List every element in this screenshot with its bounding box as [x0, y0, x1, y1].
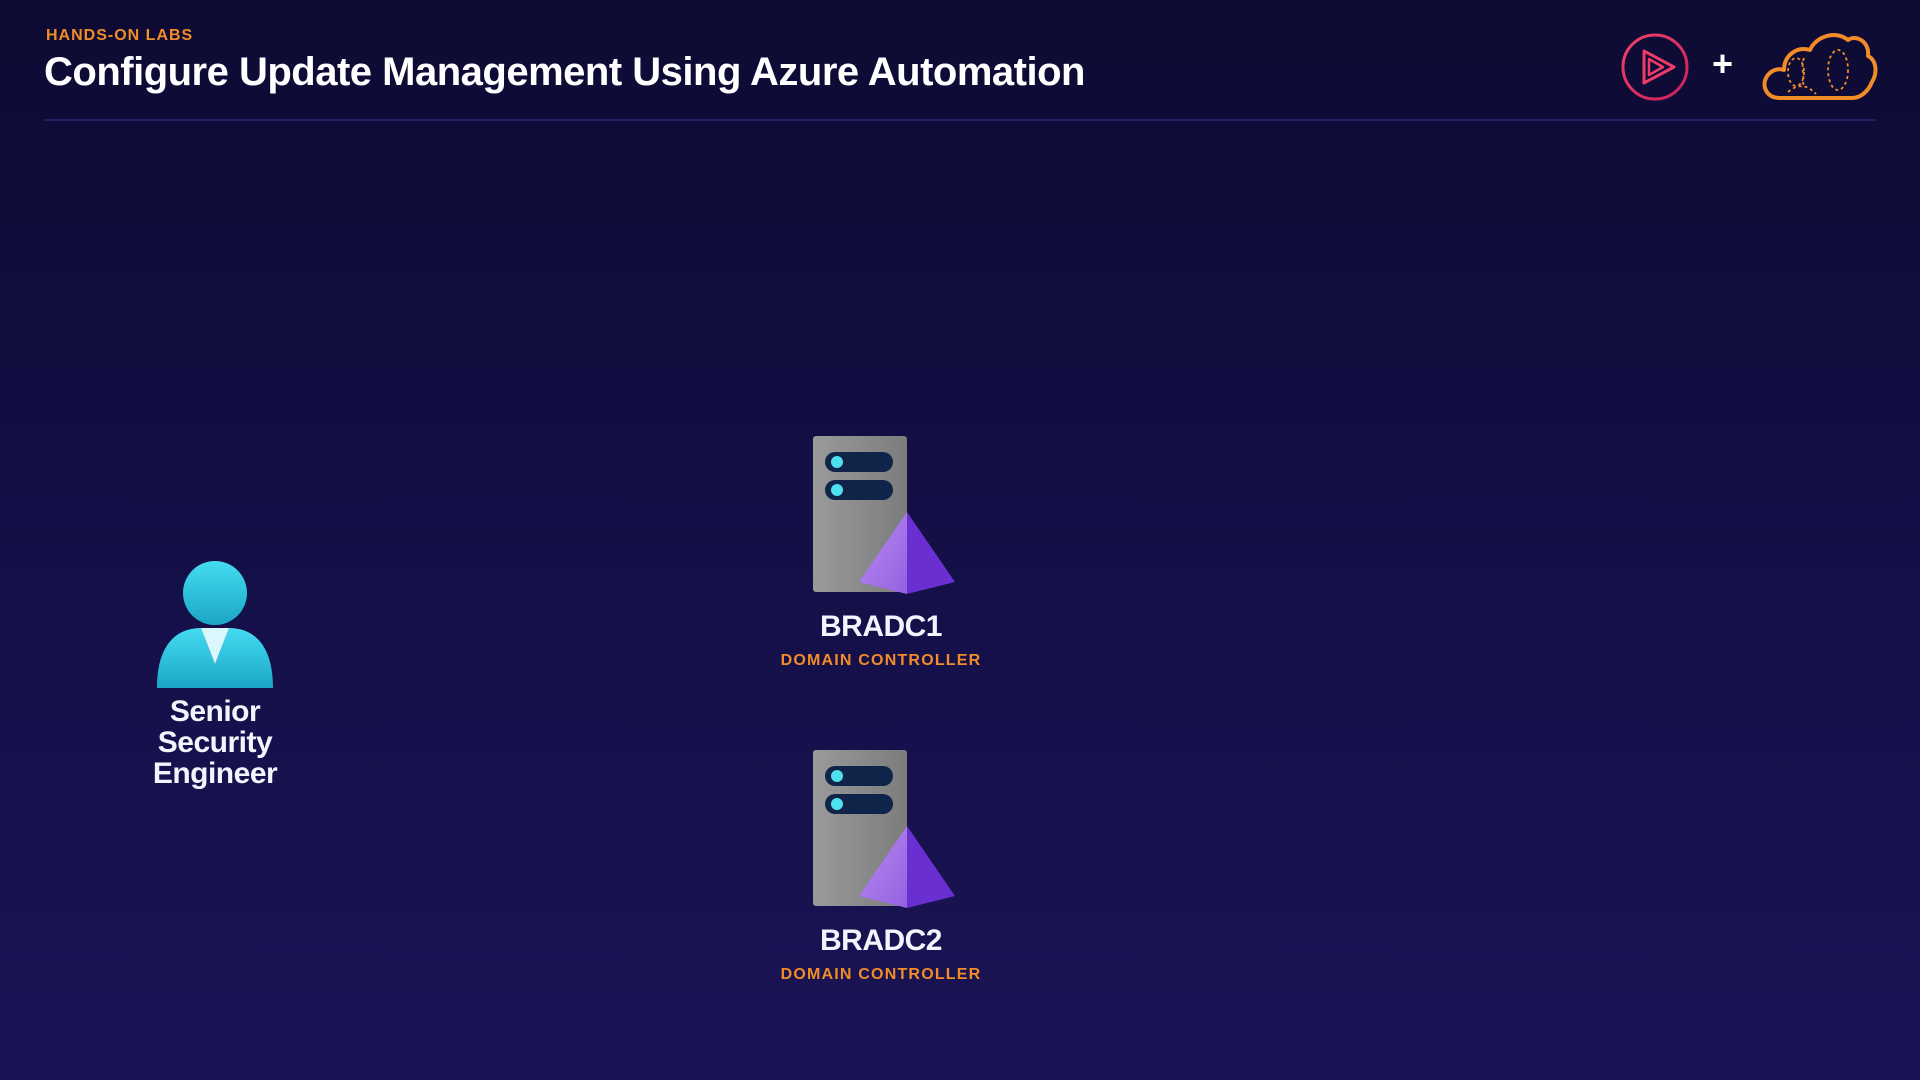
header: HANDS-ON LABS Configure Update Managemen… [44, 24, 1876, 120]
eyebrow-label: HANDS-ON LABS [46, 27, 194, 44]
user-icon [157, 561, 273, 688]
server-bradc2: BRADC2 DOMAIN CONTROLLER [751, 750, 1011, 984]
server-name: BRADC2 [819, 924, 943, 957]
server-name: BRADC1 [819, 610, 943, 643]
page-title: Configure Update Management Using Azure … [44, 50, 1085, 94]
logo-separator: + [1712, 43, 1734, 84]
server-role: DOMAIN CONTROLLER [780, 966, 982, 983]
header-divider [44, 119, 1876, 121]
actor-senior-security-engineer: Senior Security Engineer [120, 560, 310, 789]
server-role: DOMAIN CONTROLLER [780, 652, 982, 669]
play-circle-logo-icon [1621, 33, 1689, 101]
brand-logos: + [1620, 28, 1880, 104]
server-bradc1: BRADC1 DOMAIN CONTROLLER [751, 436, 1011, 670]
actor-label: Senior Security Engineer [152, 695, 278, 790]
cloud-logo-icon [1762, 33, 1878, 100]
server-icon [813, 436, 955, 594]
server-icon [813, 750, 955, 908]
